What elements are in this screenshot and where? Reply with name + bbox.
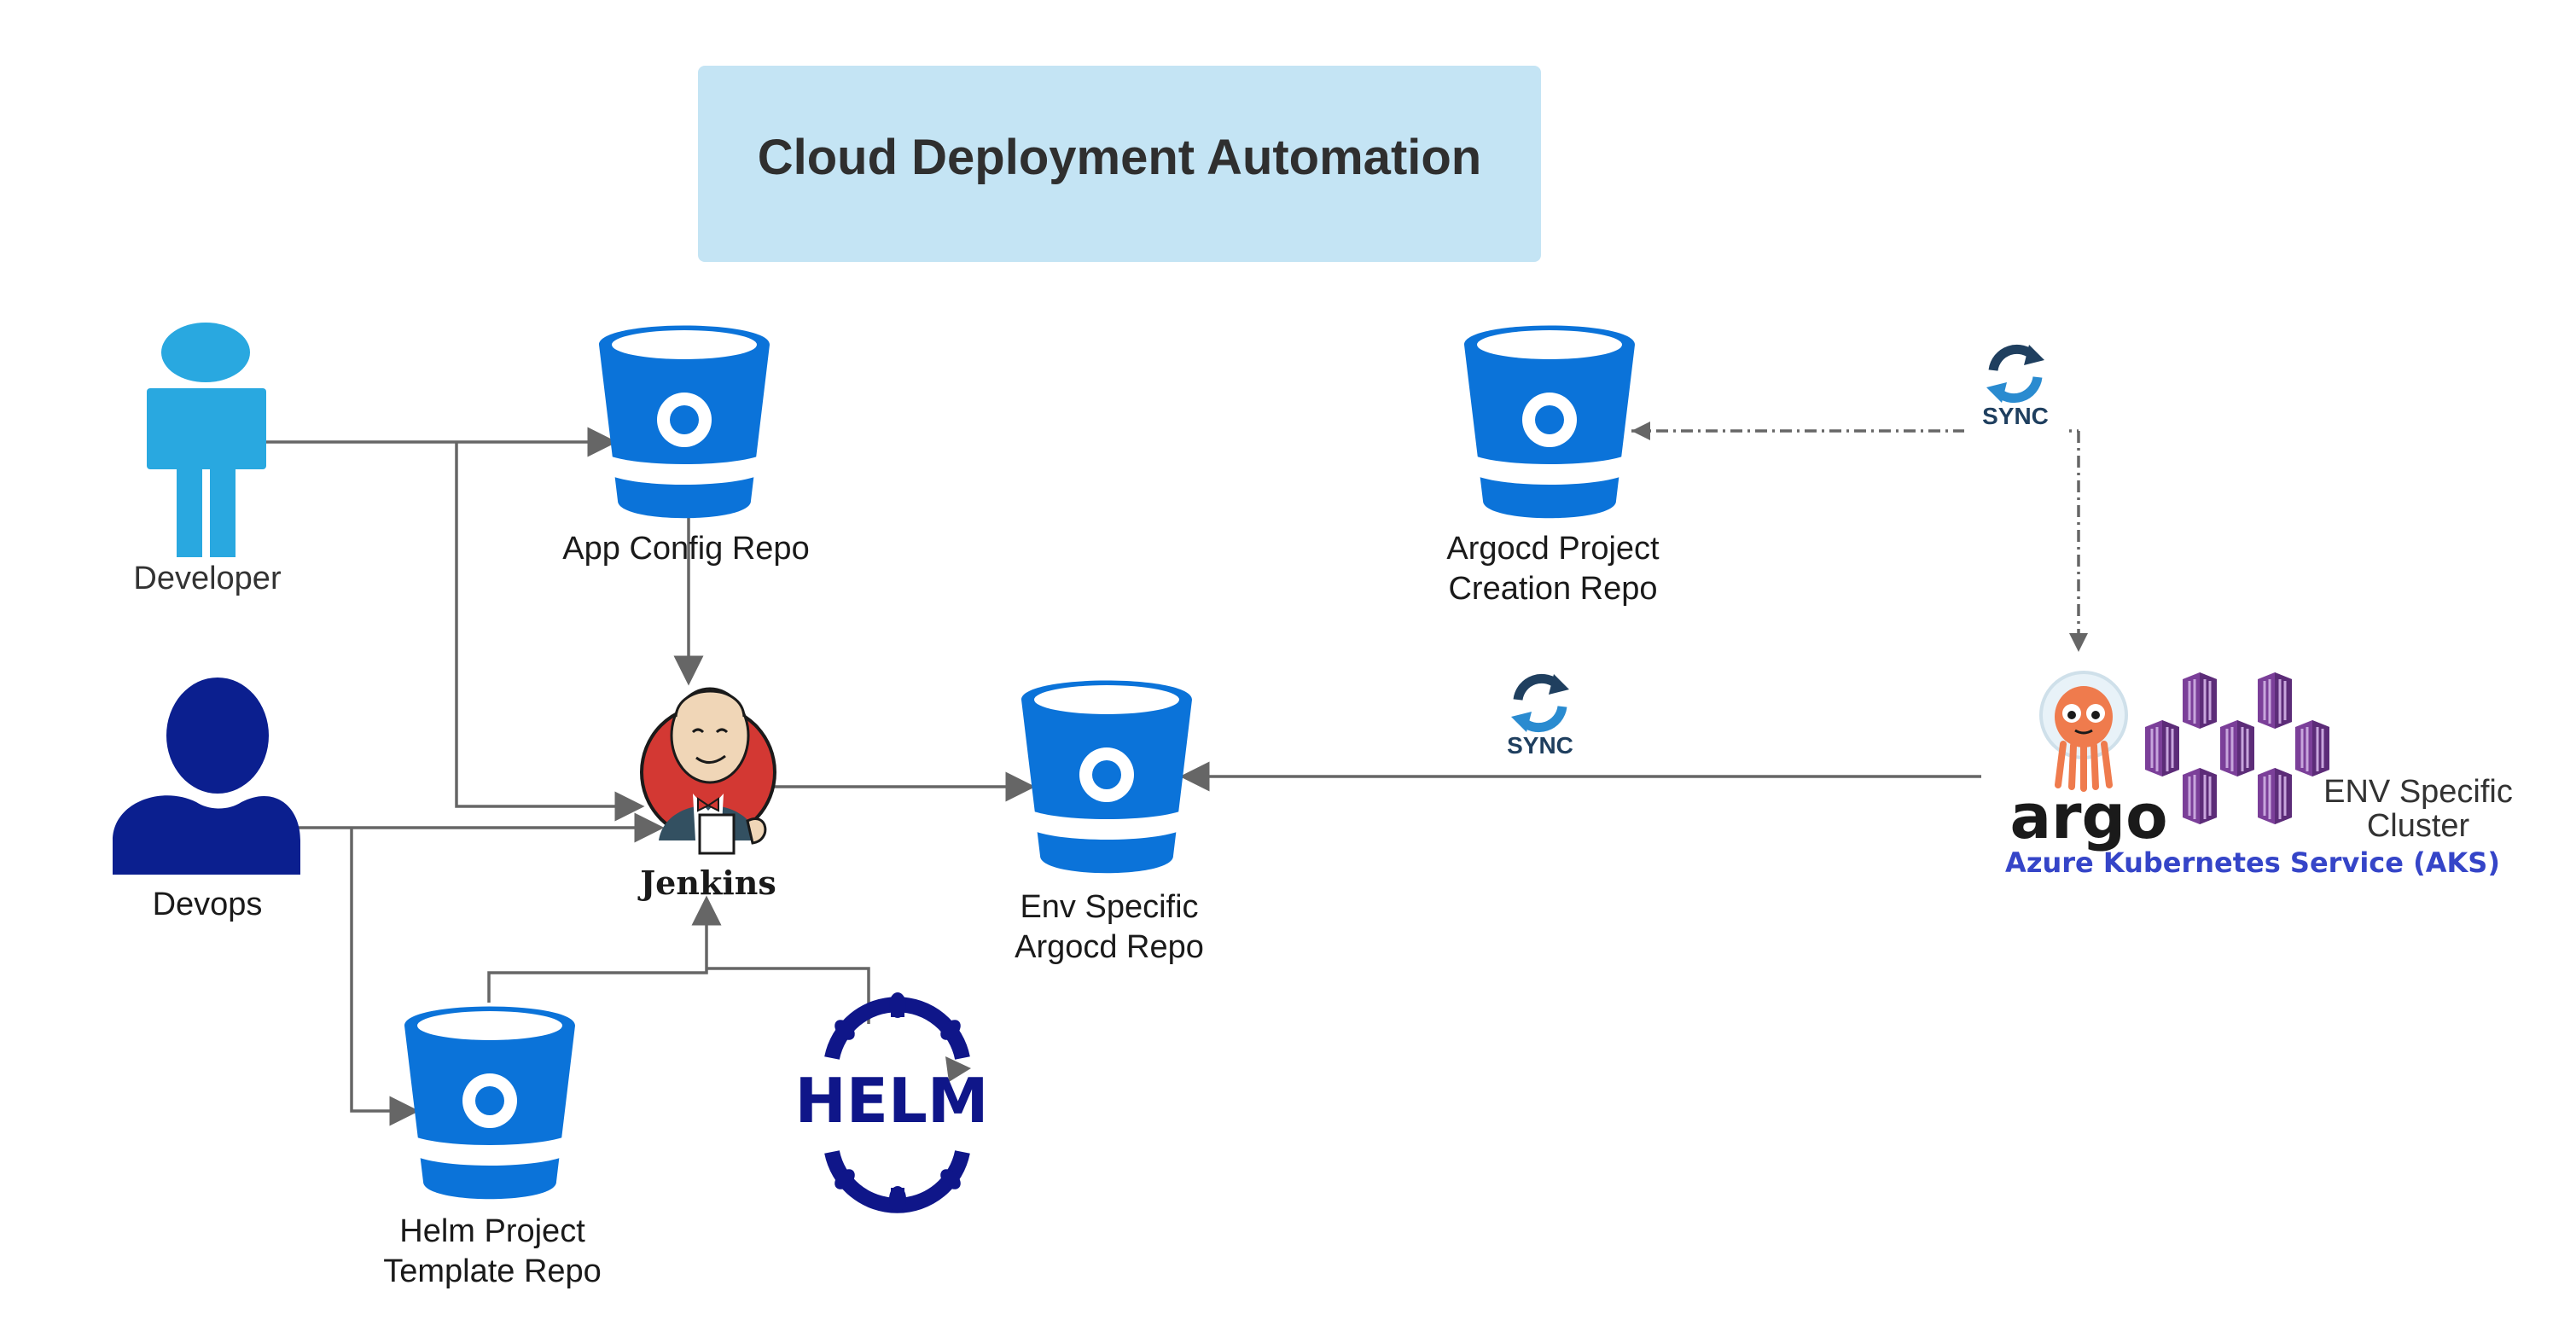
devops-to-helm-template-arrow bbox=[350, 828, 420, 1126]
title-box: Cloud Deployment Automation bbox=[698, 66, 1541, 262]
repo-bucket-icon bbox=[1021, 680, 1192, 874]
helm-to-jenkins-line bbox=[707, 967, 870, 1024]
developer-icon bbox=[147, 323, 266, 557]
aks-label: Azure Kubernetes Service (AKS) bbox=[2005, 846, 2500, 879]
argo-octopus-icon bbox=[2039, 671, 2128, 792]
diagram-title: Cloud Deployment Automation bbox=[758, 130, 1481, 185]
sync-label: SYNC bbox=[1507, 732, 1573, 759]
aks-cubes-icon bbox=[2143, 671, 2331, 826]
developer-to-jenkins-arrow bbox=[455, 442, 645, 822]
devops-label: Devops bbox=[153, 887, 263, 922]
connectors bbox=[266, 422, 2088, 1126]
helm-tool: HELM bbox=[795, 992, 989, 1213]
sync-label: SYNC bbox=[1982, 403, 2049, 429]
env-specific-argocd-repo: Env Specific Argocd Repo bbox=[1015, 680, 1204, 965]
repo-bucket-icon bbox=[1464, 325, 1635, 519]
cluster-label-line2: Cluster bbox=[2367, 808, 2470, 844]
repo-bucket-icon bbox=[404, 1006, 575, 1200]
helm-template-to-jenkins-arrow bbox=[487, 895, 722, 1003]
developer-actor: Developer bbox=[133, 323, 282, 596]
helm-wheel-icon bbox=[824, 992, 971, 1213]
jenkins-tool: Jenkins bbox=[637, 687, 776, 902]
cluster-label-line1: ENV Specific bbox=[2323, 774, 2513, 810]
jenkins-icon bbox=[640, 687, 776, 855]
sync-badge-middle: SYNC bbox=[1489, 652, 1591, 763]
jenkins-label: Jenkins bbox=[637, 864, 776, 902]
helm-label: HELM bbox=[795, 1065, 989, 1137]
devops-actor: Devops bbox=[113, 678, 300, 922]
app-config-repo: App Config Repo bbox=[562, 325, 810, 567]
argocd-aks-cluster: argo ENV Specific Cluster Azure Kubernet… bbox=[2005, 671, 2513, 879]
argocd-project-creation-repo: Argocd Project Creation Repo bbox=[1446, 325, 1660, 607]
devops-icon bbox=[113, 678, 300, 875]
env-repo-label-line2: Argocd Repo bbox=[1015, 929, 1204, 965]
argocd-project-repo-label-line2: Creation Repo bbox=[1448, 571, 1657, 607]
title-background bbox=[698, 66, 1541, 262]
env-repo-label-line1: Env Specific bbox=[1020, 889, 1198, 925]
argo-label: argo bbox=[2009, 781, 2167, 852]
sync-badge-top: SYNC bbox=[1964, 323, 2067, 433]
helm-template-repo-label-line1: Helm Project bbox=[399, 1213, 585, 1249]
repo-bucket-icon bbox=[599, 325, 770, 519]
helm-template-repo-label-line2: Template Repo bbox=[383, 1253, 602, 1289]
developer-label: Developer bbox=[133, 561, 282, 596]
argocd-project-repo-label-line1: Argocd Project bbox=[1446, 531, 1660, 567]
app-config-repo-label: App Config Repo bbox=[562, 531, 809, 567]
helm-project-template-repo: Helm Project Template Repo bbox=[383, 1006, 602, 1289]
